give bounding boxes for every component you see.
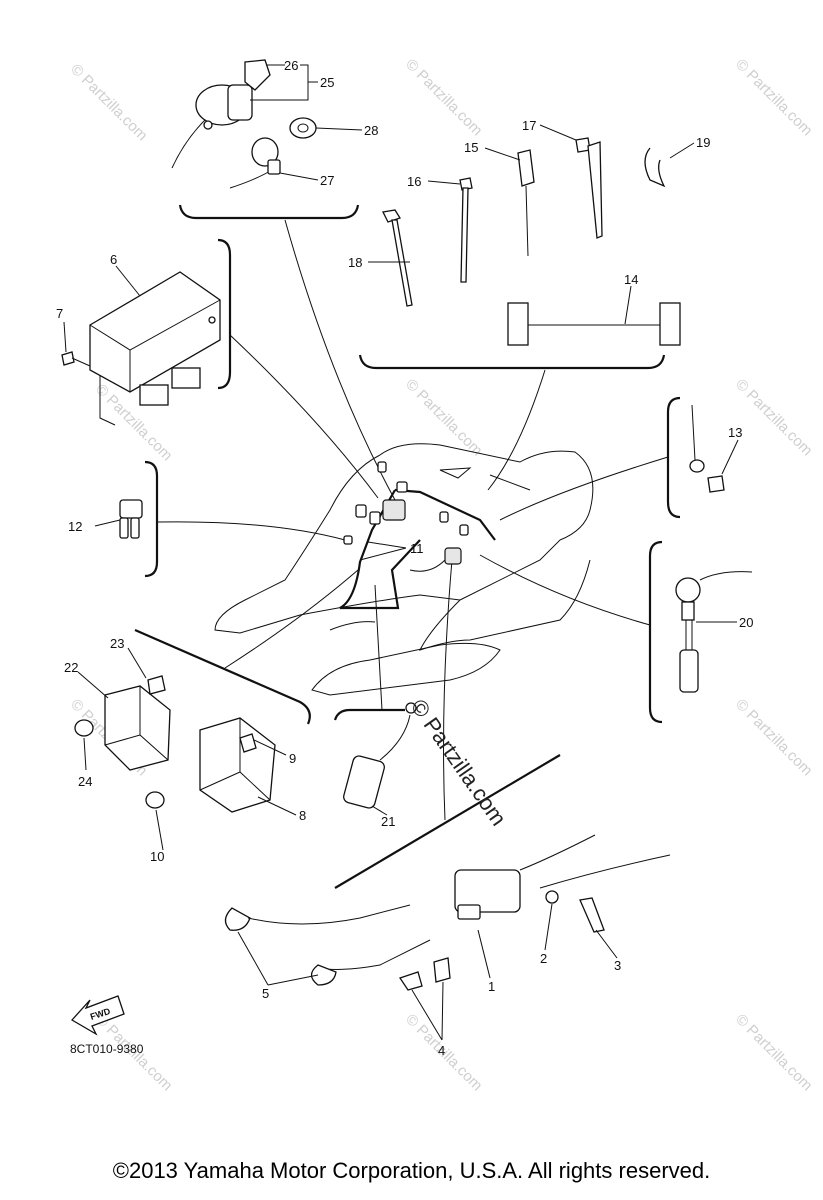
cdi-bolt bbox=[61, 351, 91, 367]
callout-20: 20 bbox=[739, 615, 753, 630]
callout-18: 18 bbox=[348, 255, 362, 270]
watermark-tile: © Partzilla.com bbox=[732, 1011, 815, 1094]
callout-5: 5 bbox=[262, 986, 269, 1001]
regulator-22 bbox=[74, 675, 171, 771]
sensor-20 bbox=[675, 571, 753, 693]
watermark-tile: © Partzilla.com bbox=[732, 696, 815, 779]
band-parts bbox=[382, 137, 681, 346]
copyright-notice: ©2013 Yamaha Motor Corporation, U.S.A. A… bbox=[112, 1158, 711, 1183]
callout-2: 2 bbox=[540, 951, 547, 966]
callout-12: 12 bbox=[68, 519, 82, 534]
callout-11: 11 bbox=[410, 541, 424, 556]
snowmobile-chassis bbox=[214, 443, 594, 696]
callout-7: 7 bbox=[56, 306, 63, 321]
callout-13: 13 bbox=[728, 425, 742, 440]
callout-26: 26 bbox=[284, 58, 298, 73]
cdi-unit bbox=[89, 271, 221, 426]
callout-24: 24 bbox=[78, 774, 92, 789]
kill-switch bbox=[229, 137, 281, 189]
watermark-tile: © Partzilla.com bbox=[402, 56, 485, 139]
earth-lead bbox=[689, 404, 725, 493]
callout-3: 3 bbox=[614, 958, 621, 973]
callout-4: 4 bbox=[438, 1043, 445, 1058]
fwd-arrow-icon: FWD bbox=[70, 995, 125, 1036]
watermark-main: © Partzilla.com bbox=[406, 695, 512, 831]
callout-8: 8 bbox=[299, 808, 306, 823]
callout-labels: 26 25 28 27 6 7 12 18 16 15 17 19 14 13 … bbox=[56, 58, 753, 1058]
callout-28: 28 bbox=[364, 123, 378, 138]
watermark-tiles: © Partzilla.com © Partzilla.com © Partzi… bbox=[67, 56, 815, 1094]
ignition-coil bbox=[224, 834, 671, 991]
callout-9: 9 bbox=[289, 751, 296, 766]
callout-22: 22 bbox=[64, 660, 78, 675]
main-switch bbox=[171, 59, 271, 169]
watermark-tile: © Partzilla.com bbox=[732, 376, 815, 459]
watermark-tile: © Partzilla.com bbox=[732, 56, 815, 139]
callout-27: 27 bbox=[320, 173, 334, 188]
callout-21: 21 bbox=[381, 814, 395, 829]
switch-nut bbox=[289, 117, 317, 139]
callout-16: 16 bbox=[407, 174, 421, 189]
watermark-tile: © Partzilla.com bbox=[402, 376, 485, 459]
callout-19: 19 bbox=[696, 135, 710, 150]
callout-17: 17 bbox=[522, 118, 536, 133]
callout-25: 25 bbox=[320, 75, 334, 90]
connector-12 bbox=[119, 499, 143, 539]
callout-1: 1 bbox=[488, 979, 495, 994]
condenser bbox=[343, 702, 417, 809]
callout-leaders bbox=[63, 64, 739, 1041]
callout-15: 15 bbox=[464, 140, 478, 155]
watermark-tile: © Partzilla.com bbox=[67, 61, 150, 144]
callout-6: 6 bbox=[110, 252, 117, 267]
diagram-code: 8CT010-9380 bbox=[70, 1042, 144, 1056]
callout-14: 14 bbox=[624, 272, 638, 287]
callout-23: 23 bbox=[110, 636, 124, 651]
callout-10: 10 bbox=[150, 849, 164, 864]
